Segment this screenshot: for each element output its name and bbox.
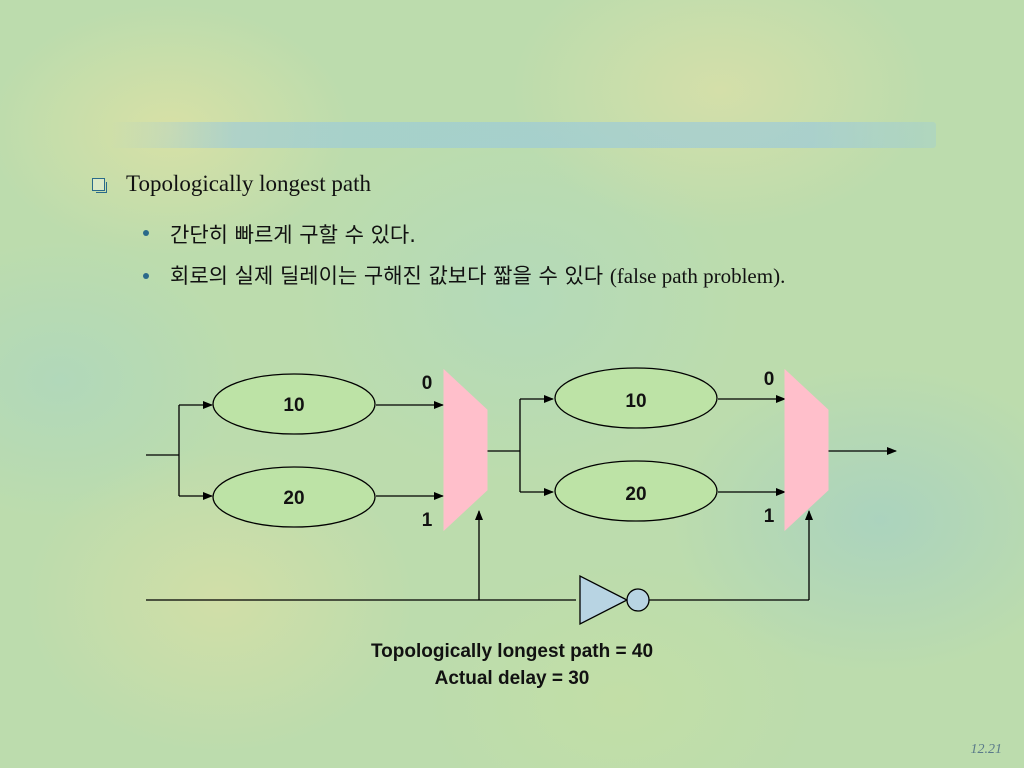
bullet-dot-icon (143, 230, 149, 236)
delay-2b-label: 20 (625, 484, 646, 505)
bullet-2-text-en: (false path problem). (609, 264, 786, 288)
mux1-in1-label: 1 (422, 510, 433, 531)
delay-element-1a (212, 373, 376, 435)
bullet-item-1: 간단히 빠르게 구할 수 있다. (170, 219, 416, 249)
caption-2-text: Actual delay = 30 (434, 668, 590, 689)
bullet-dot-icon (143, 273, 149, 279)
caption-line-2: Actual delay = 30 (0, 668, 1024, 690)
mux1-in0-label: 0 (422, 373, 433, 394)
heading: Topologically longest path (126, 171, 371, 196)
delay-2a-label: 10 (625, 391, 646, 412)
mux-1 (443, 368, 488, 532)
mux2-in0-label: 0 (764, 369, 775, 390)
bullet-1-text: 간단히 빠르게 구할 수 있다. (170, 223, 416, 247)
delay-1b-label: 20 (283, 488, 304, 509)
caption-1-text: Topologically longest path = 40 (370, 641, 654, 662)
delay-1a-label: 10 (283, 395, 304, 416)
inverter-bubble (626, 588, 650, 612)
checkbox-bullet-icon (92, 178, 107, 193)
mux2-in1-label: 1 (764, 506, 775, 527)
delay-element-1b (212, 466, 376, 528)
inverter (579, 574, 629, 626)
delay-element-2b (554, 460, 718, 522)
bullet-2-text-ko: 회로의 실제 딜레이는 구해진 값보다 짧을 수 있다 (170, 264, 610, 288)
title-band (110, 122, 936, 148)
mux-2 (784, 368, 829, 532)
bullet-item-2: 회로의 실제 딜레이는 구해진 값보다 짧을 수 있다 (false path … (170, 261, 870, 291)
delay-element-2a (554, 367, 718, 429)
caption-line-1: Topologically longest path = 40 (0, 641, 1024, 663)
page-number: 12.21 (970, 742, 1003, 757)
